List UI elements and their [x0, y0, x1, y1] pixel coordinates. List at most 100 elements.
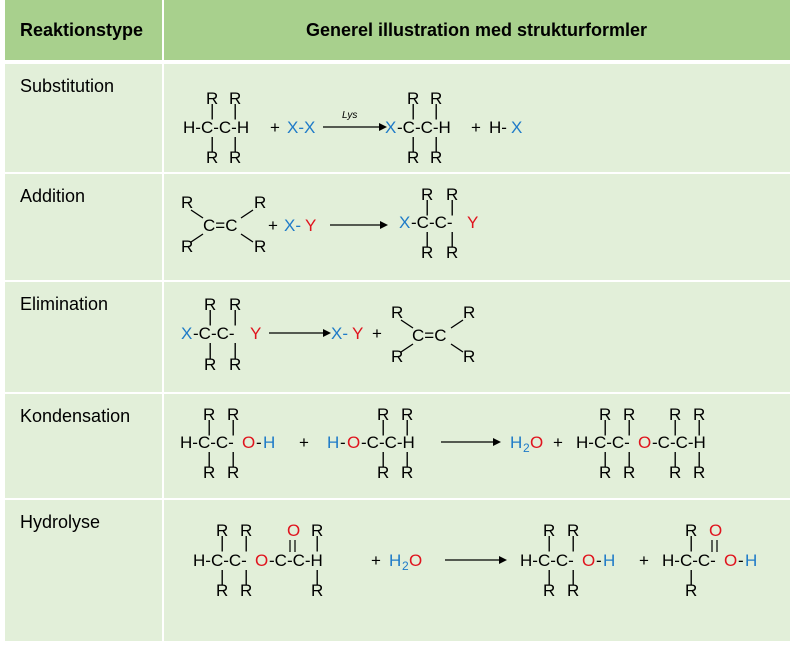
reaction-type-label: Addition	[20, 186, 86, 206]
svg-text:R: R	[421, 185, 433, 204]
svg-text:|: |	[231, 449, 235, 468]
svg-text:R: R	[216, 521, 228, 540]
svg-text:|: |	[411, 101, 415, 120]
svg-text:Y: Y	[352, 324, 363, 343]
reaction-type-label: Kondensation	[20, 406, 131, 426]
column-divider	[162, 174, 164, 280]
svg-text:|: |	[627, 417, 631, 436]
svg-text:|: |	[210, 101, 214, 120]
svg-text:|: |	[425, 229, 429, 248]
svg-text:|: |	[233, 340, 237, 359]
svg-text:X-: X-	[331, 324, 348, 343]
svg-text:|: |	[220, 567, 224, 586]
column-divider	[162, 394, 164, 498]
svg-text:H-C-C-: H-C-C-	[576, 433, 630, 452]
arrow-label-lys: Lys	[342, 110, 357, 121]
svg-text:+: +	[268, 216, 278, 235]
svg-text:R: R	[181, 237, 193, 256]
table-header: Reaktionstype Generel illustration med s…	[5, 0, 790, 60]
column-divider	[162, 0, 164, 60]
svg-text:H: H	[745, 551, 757, 570]
svg-text:-C-C-H: -C-C-H	[361, 433, 415, 452]
svg-text:|: |	[547, 567, 551, 586]
svg-text:O: O	[530, 433, 543, 452]
svg-text:|: |	[315, 567, 319, 586]
svg-text:|: |	[547, 533, 551, 552]
svg-text:2: 2	[523, 441, 530, 455]
svg-text:R: R	[254, 237, 266, 256]
svg-text:Y: Y	[305, 216, 316, 235]
svg-text:O: O	[638, 433, 651, 452]
svg-text:R: R	[567, 521, 579, 540]
svg-text:R: R	[204, 295, 216, 314]
svg-text:H-C-C-: H-C-C-	[180, 433, 234, 452]
svg-text:O: O	[409, 551, 422, 570]
svg-text:O: O	[724, 551, 737, 570]
svg-text:R: R	[669, 463, 681, 482]
svg-text:|: |	[603, 417, 607, 436]
svg-text:R: R	[407, 148, 419, 167]
svg-text:|: |	[571, 567, 575, 586]
svg-text:R: R	[623, 463, 635, 482]
svg-text:H-C-C-: H-C-C-	[193, 551, 247, 570]
svg-text:-C-C-H: -C-C-H	[269, 551, 323, 570]
svg-text:R: R	[311, 521, 323, 540]
reaction-type-label: Elimination	[20, 294, 109, 314]
column-divider	[162, 282, 164, 392]
svg-text:H-: H-	[489, 118, 507, 137]
svg-text:R: R	[377, 405, 389, 424]
svg-text:R: R	[685, 581, 697, 600]
svg-text:|: |	[244, 567, 248, 586]
header-reaction-type: Reaktionstype	[20, 19, 144, 40]
svg-text:R: R	[227, 405, 239, 424]
svg-text:R: R	[204, 355, 216, 374]
svg-text:+: +	[270, 118, 280, 137]
svg-text:H: H	[510, 433, 522, 452]
svg-text:R: R	[693, 405, 705, 424]
svg-text:+: +	[371, 551, 381, 570]
svg-text:|: |	[231, 417, 235, 436]
svg-text:R: R	[203, 405, 215, 424]
svg-text:-C-C-: -C-C-	[411, 213, 453, 232]
svg-text:X: X	[511, 118, 522, 137]
svg-text:|: |	[208, 307, 212, 326]
svg-text:R: R	[599, 405, 611, 424]
svg-text:H: H	[603, 551, 615, 570]
column-divider	[162, 64, 164, 172]
svg-text:|: |	[450, 197, 454, 216]
svg-text:R: R	[229, 89, 241, 108]
svg-text:H: H	[389, 551, 401, 570]
svg-text:R: R	[543, 581, 555, 600]
svg-text:H-C-C-: H-C-C-	[520, 551, 574, 570]
svg-text:|: |	[315, 533, 319, 552]
svg-text:R: R	[240, 521, 252, 540]
svg-text:|: |	[627, 449, 631, 468]
svg-text:|: |	[220, 533, 224, 552]
svg-text:|: |	[405, 417, 409, 436]
svg-text:R: R	[206, 89, 218, 108]
svg-text:|: |	[673, 417, 677, 436]
svg-text:R: R	[421, 243, 433, 262]
svg-text:O: O	[287, 521, 300, 540]
svg-text:R: R	[240, 581, 252, 600]
svg-text:R: R	[229, 148, 241, 167]
svg-text:X-: X-	[284, 216, 301, 235]
svg-text:X: X	[399, 213, 410, 232]
svg-text:R: R	[401, 405, 413, 424]
svg-text:R: R	[377, 463, 389, 482]
svg-text:+: +	[639, 551, 649, 570]
svg-text:R: R	[463, 347, 475, 366]
svg-text:+: +	[299, 433, 309, 452]
svg-text:|: |	[233, 134, 237, 153]
svg-text:H-C-C-H: H-C-C-H	[183, 118, 249, 137]
svg-text:R: R	[181, 193, 193, 212]
svg-text:O: O	[582, 551, 595, 570]
svg-text:O: O	[347, 433, 360, 452]
svg-text:|: |	[233, 307, 237, 326]
